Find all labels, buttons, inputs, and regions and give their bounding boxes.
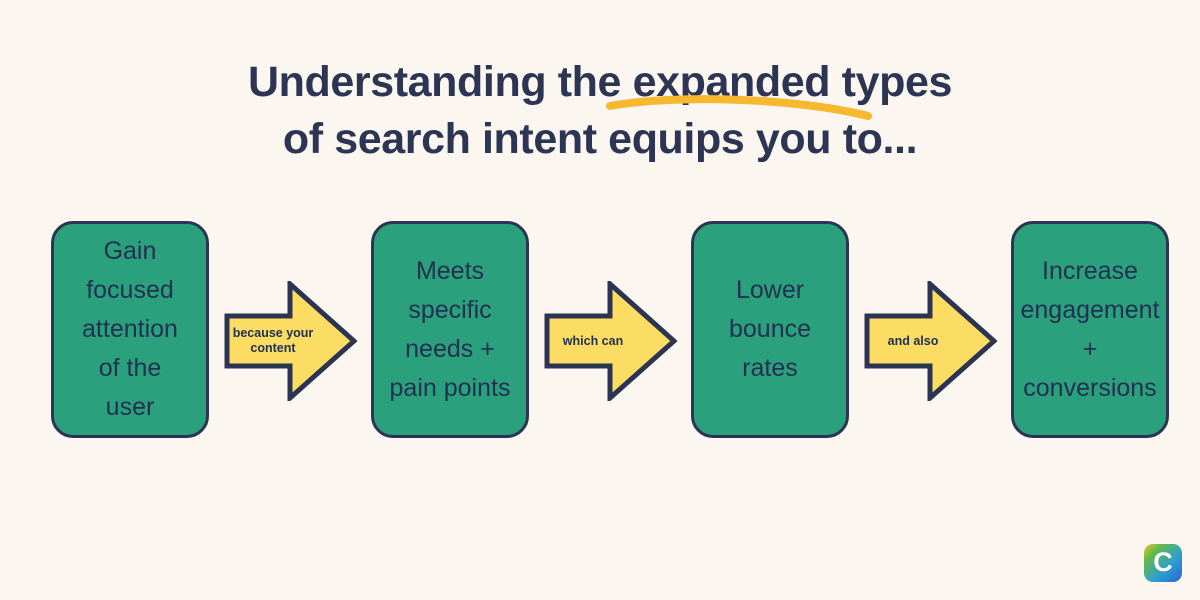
brand-logo-letter: C: [1153, 547, 1173, 577]
brand-logo: C: [1144, 544, 1182, 582]
title-underline-swoosh: [606, 95, 872, 120]
flow-arrow-2: [544, 281, 677, 401]
flow-step-label-4: Increase engagement + conversions: [1020, 256, 1160, 402]
flow-arrow-3: [864, 281, 997, 401]
arrow-right-icon: [864, 281, 997, 401]
arrow-right-icon: [224, 281, 357, 401]
flow-step-label-2: Meets specific needs + pain points: [389, 256, 511, 402]
flow-step-box-1[interactable]: Gain focused attention of the user: [51, 221, 209, 438]
flow-step-box-2[interactable]: Meets specific needs + pain points: [371, 221, 529, 438]
title-line-1: Understanding the expanded types: [248, 58, 952, 106]
flow-step-label-1: Gain focused attention of the user: [82, 237, 178, 421]
page-title: Understanding the expanded types of sear…: [0, 54, 1200, 168]
arrow-right-icon: [544, 281, 677, 401]
title-line-2: of search intent equips you to...: [282, 115, 918, 163]
flow-step-box-4[interactable]: Increase engagement + conversions: [1011, 221, 1169, 438]
flow-arrow-1: [224, 281, 357, 401]
flow-step-label-3: Lower bounce rates: [728, 276, 812, 382]
flow-step-box-3[interactable]: Lower bounce rates: [691, 221, 849, 438]
